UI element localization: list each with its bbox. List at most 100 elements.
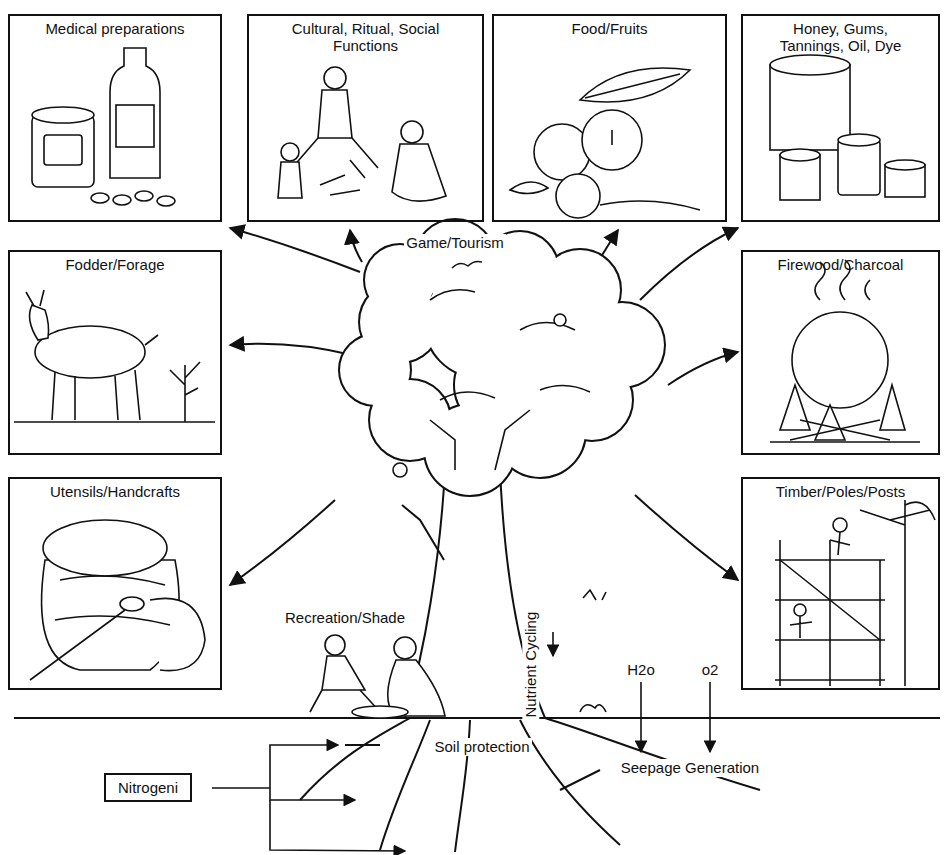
drawing-part — [292, 138, 378, 168]
goat — [14, 290, 215, 422]
drawing-part — [157, 196, 175, 206]
box-title: Nitrogeni — [118, 779, 178, 796]
drawing-part — [26, 290, 44, 306]
drawing-part — [281, 143, 299, 161]
drawing-part — [580, 705, 606, 712]
use-box: Cultural, Ritual, Social Functions — [247, 14, 484, 222]
use-box: Food/Fruits — [492, 14, 727, 222]
drawing-part — [52, 370, 140, 420]
use-box: Utensils/Handcrafts — [8, 477, 222, 690]
drawing-part — [452, 262, 482, 269]
drawing-part — [560, 770, 600, 790]
diagram-label: Game/Tourism — [404, 234, 506, 251]
drawing-part — [830, 532, 850, 555]
drawing-part — [145, 335, 158, 345]
drawing-part — [790, 420, 890, 440]
drawing-part — [30, 610, 125, 680]
drawing-part — [113, 195, 131, 205]
drawing-part — [324, 67, 346, 89]
drawing-part — [455, 340, 545, 430]
drawing-part — [150, 598, 205, 670]
use-box: Medical preparations — [8, 14, 222, 222]
drawing-part — [392, 144, 446, 201]
handcrafts — [30, 520, 205, 680]
drawing-part — [345, 744, 380, 746]
drawing-part — [120, 597, 144, 611]
drawing-part — [170, 362, 200, 422]
drawing-part — [278, 162, 302, 198]
drawing-part — [833, 518, 847, 532]
diagram-label: Nutrient Cycling — [522, 610, 539, 720]
people-gathering — [278, 67, 446, 201]
drawing-part — [30, 305, 49, 340]
box-title: Food/Fruits — [498, 20, 721, 37]
drawing-part — [510, 182, 548, 194]
diagram-label: o2 — [700, 661, 721, 678]
drawing-part — [430, 420, 455, 470]
drawing-part — [770, 441, 920, 443]
use-box: Firewood/Charcoal — [741, 250, 940, 455]
drawing-part — [794, 604, 806, 616]
cooking-fire — [770, 260, 920, 442]
drawing-part — [393, 463, 407, 477]
drawing-part — [905, 502, 935, 520]
drawing-part — [556, 174, 600, 218]
drawing-part — [116, 105, 154, 147]
use-arrows — [230, 228, 738, 585]
drawing-part — [14, 421, 215, 423]
drawing-part — [440, 392, 495, 400]
roots — [300, 718, 760, 852]
drawing-part — [780, 540, 880, 686]
drawing-part — [545, 718, 760, 790]
drawing-part — [792, 312, 888, 408]
drawing-part — [394, 637, 416, 659]
use-box: Fodder/Forage — [8, 250, 222, 455]
drawing-part — [495, 410, 530, 470]
fruits — [510, 68, 700, 218]
drawing-part — [55, 576, 170, 625]
medicine-jars — [32, 48, 175, 206]
drawing-part — [430, 290, 475, 300]
use-box: Honey, Gums, Tannings, Oil, Dye — [741, 14, 940, 222]
diagram-label: H2o — [625, 661, 657, 678]
drawing-part — [91, 193, 109, 203]
drawing-part — [534, 124, 590, 180]
drawing-part — [580, 68, 690, 102]
drawing-part — [230, 500, 335, 585]
drawing-part — [838, 140, 880, 195]
drawing-part — [552, 632, 554, 656]
drawing-part — [790, 616, 812, 638]
drawing-part — [885, 160, 925, 170]
people-resting — [310, 635, 445, 718]
drawing-part — [838, 134, 880, 146]
drawing-part — [611, 130, 613, 145]
drawing-part — [43, 520, 167, 576]
box-title: Utensils/Handcrafts — [14, 483, 216, 500]
drawing-part — [135, 191, 153, 201]
drawing-part — [230, 344, 352, 355]
drawing-part — [815, 405, 845, 440]
drawing-part — [270, 745, 338, 788]
drawing-part — [780, 560, 880, 640]
drawing-part — [585, 74, 680, 98]
drawing-part — [583, 590, 606, 600]
drawing-part — [582, 110, 642, 170]
drawing-part — [860, 500, 930, 686]
drawing-part — [635, 495, 738, 580]
scaffolding — [775, 500, 935, 686]
drawing-part — [709, 682, 711, 752]
use-box: Timber/Poles/Posts — [741, 477, 940, 690]
drawing-part — [880, 385, 905, 430]
box-title: Timber/Poles/Posts — [747, 483, 934, 500]
box-title: Firewood/Charcoal — [747, 256, 934, 273]
drawing-part — [401, 121, 423, 143]
drawing-part — [270, 800, 405, 851]
box-title: Honey, Gums, Tannings, Oil, Dye — [771, 20, 911, 55]
drawing-part — [600, 201, 700, 210]
box-title: Fodder/Forage — [14, 256, 216, 273]
honey-cans — [770, 55, 925, 200]
drawing-part — [300, 718, 410, 800]
drawing-part — [520, 323, 575, 331]
